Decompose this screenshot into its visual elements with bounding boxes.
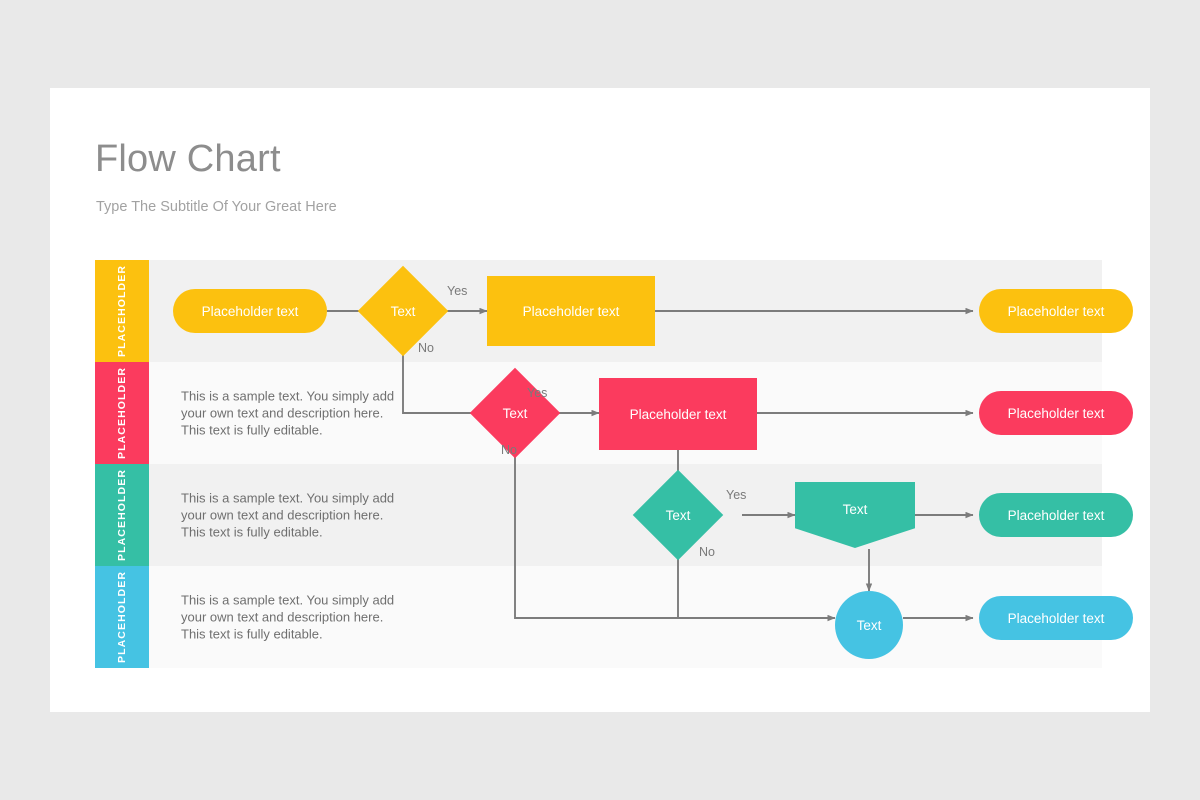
node-label: Text [502,405,528,421]
node-label: Placeholder text [629,406,727,422]
node-lane4-end[interactable]: Placeholder text [979,596,1133,640]
connector-layer [327,307,974,622]
node-lane2-end[interactable]: Placeholder text [979,391,1133,435]
node-label: Placeholder text [1007,303,1105,319]
node-lane2-decision[interactable]: Text [469,367,561,459]
node-lane1-process[interactable]: Placeholder text [487,276,655,346]
lane-tab-3[interactable]: PLACEHOLDER [95,464,149,566]
node-lane1-end[interactable]: Placeholder text [979,289,1133,333]
edge-label-lane3-no: No [699,545,715,559]
edge-label-lane2-yes: Yes [527,386,548,400]
node-lane3-decision[interactable]: Text [632,469,724,561]
node-label: Placeholder text [522,303,620,319]
node-label: Text [665,507,691,523]
node-label: Placeholder text [1007,610,1105,626]
node-label: Placeholder text [201,303,299,319]
edge-label-lane1-yes: Yes [447,284,468,298]
lane-description-3: This is a sample text. You simply add yo… [181,490,395,540]
page-title: Flow Chart [95,138,281,180]
edge-label-lane1-no: No [418,341,434,355]
lane-description-2: This is a sample text. You simply add yo… [181,388,395,438]
node-lane1-start[interactable]: Placeholder text [173,289,327,333]
node-label: Text [856,617,882,633]
node-label: Text [390,303,416,319]
lane-tab-2[interactable]: PLACEHOLDER [95,362,149,464]
page-subtitle: Type The Subtitle Of Your Great Here [96,199,337,215]
node-lane3-end[interactable]: Placeholder text [979,493,1133,537]
lane-tab-1[interactable]: PLACEHOLDER [95,260,149,362]
lane-tab-4[interactable]: PLACEHOLDER [95,566,149,668]
edge-label-lane2-no: No [501,443,517,457]
node-lane4-circle[interactable]: Text [835,591,903,659]
lane-row-4: PLACEHOLDER This is a sample text. You s… [95,566,1102,668]
node-label: Text [842,502,868,517]
node-lane2-process[interactable]: Placeholder text [599,378,757,450]
lane-description-4: This is a sample text. You simply add yo… [181,592,395,642]
node-label: Placeholder text [1007,405,1105,421]
edge-label-lane3-yes: Yes [726,488,747,502]
slide-canvas: Flow Chart Type The Subtitle Of Your Gre… [50,88,1150,712]
node-label: Placeholder text [1007,507,1105,523]
node-lane1-decision[interactable]: Text [357,265,449,357]
flow-chart: PLACEHOLDER PLACEHOLDER This is a sample… [95,260,1133,668]
